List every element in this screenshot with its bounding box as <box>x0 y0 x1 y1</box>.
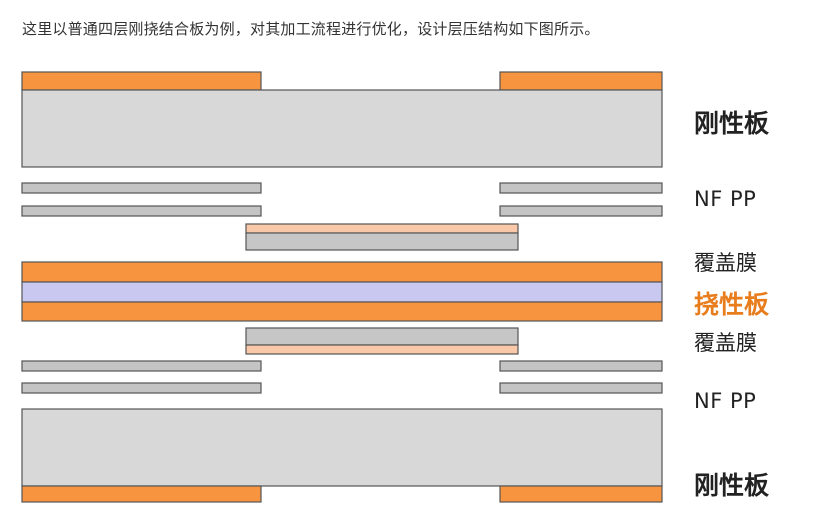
label-flex: 挠性板 <box>694 290 770 319</box>
label-nfpp-bottom: NF PP <box>694 389 757 413</box>
nfpp-top-1-right <box>499 182 663 194</box>
coverlay-bottom-film <box>245 327 519 346</box>
top-rigid-core <box>21 89 663 168</box>
coverlay-top-film <box>245 232 519 251</box>
label-rigid-bottom: 刚性板 <box>694 471 770 500</box>
flex-core <box>21 281 663 303</box>
label-coverlay-bottom: 覆盖膜 <box>694 331 757 355</box>
top-copper-left <box>21 71 262 91</box>
bottom-rigid-core <box>21 408 663 487</box>
nfpp-top-2-right <box>499 205 663 217</box>
bottom-copper-left <box>21 485 262 503</box>
bottom-copper-right <box>499 485 663 503</box>
flex-copper-bottom <box>21 301 663 322</box>
nfpp-bottom-1-left <box>21 360 262 372</box>
coverlay-bottom-adhesive <box>245 344 519 355</box>
top-copper-right <box>499 71 663 91</box>
nfpp-top-1-left <box>21 182 262 194</box>
nfpp-bottom-2-right <box>499 382 663 394</box>
nfpp-top-2-left <box>21 205 262 217</box>
flex-copper-top <box>21 261 663 283</box>
nfpp-bottom-2-left <box>21 382 262 394</box>
caption: 这里以普通四层刚挠结合板为例，对其加工流程进行优化，设计层压结构如下图所示。 <box>22 20 600 38</box>
label-rigid-top: 刚性板 <box>694 109 770 138</box>
coverlay-top-adhesive <box>245 223 519 234</box>
nfpp-bottom-1-right <box>499 360 663 372</box>
label-nfpp-top: NF PP <box>694 187 757 211</box>
label-coverlay-top: 覆盖膜 <box>694 251 757 275</box>
